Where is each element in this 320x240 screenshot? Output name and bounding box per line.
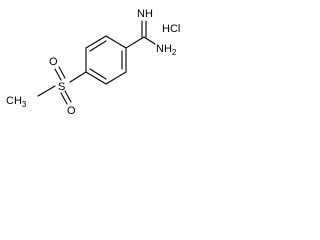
sulfur-oxygen-bottom-bond-2 xyxy=(64,90,72,103)
salt-label: HCl xyxy=(162,23,180,35)
ring-bond-4 xyxy=(105,71,127,85)
sulfur-to-methyl-bond xyxy=(37,85,56,97)
sulfur-oxygen-bottom-bond-1 xyxy=(60,92,68,105)
amine-label: NH2 xyxy=(156,43,177,57)
ring-double-bond-1 xyxy=(89,40,107,52)
amine-bond xyxy=(143,36,156,45)
methyl-subscript: 3 xyxy=(22,100,27,109)
ring-bond-1 xyxy=(85,35,107,49)
amine-subscript: 2 xyxy=(172,48,177,57)
oxygen-bottom-label: O xyxy=(67,105,76,117)
ring-bond-5 xyxy=(85,71,107,85)
ring-to-sulfur-bond xyxy=(69,71,87,83)
imine-label: NH xyxy=(137,8,153,20)
sulfur-oxygen-top-bond-1 xyxy=(54,68,62,81)
ring-to-amidine-bond xyxy=(125,36,145,49)
chemical-structure: S O O CH3 NH NH2 HCl xyxy=(6,8,180,117)
sulfur-label: S xyxy=(58,81,65,93)
methyl-text: CH xyxy=(6,95,22,107)
oxygen-top-label: O xyxy=(49,56,58,68)
amine-text: NH xyxy=(156,43,172,55)
ring-bond-2 xyxy=(105,35,127,49)
sulfur-oxygen-top-bond-2 xyxy=(58,66,66,79)
methyl-label: CH3 xyxy=(6,95,27,109)
ring-double-bond-3 xyxy=(89,68,107,80)
